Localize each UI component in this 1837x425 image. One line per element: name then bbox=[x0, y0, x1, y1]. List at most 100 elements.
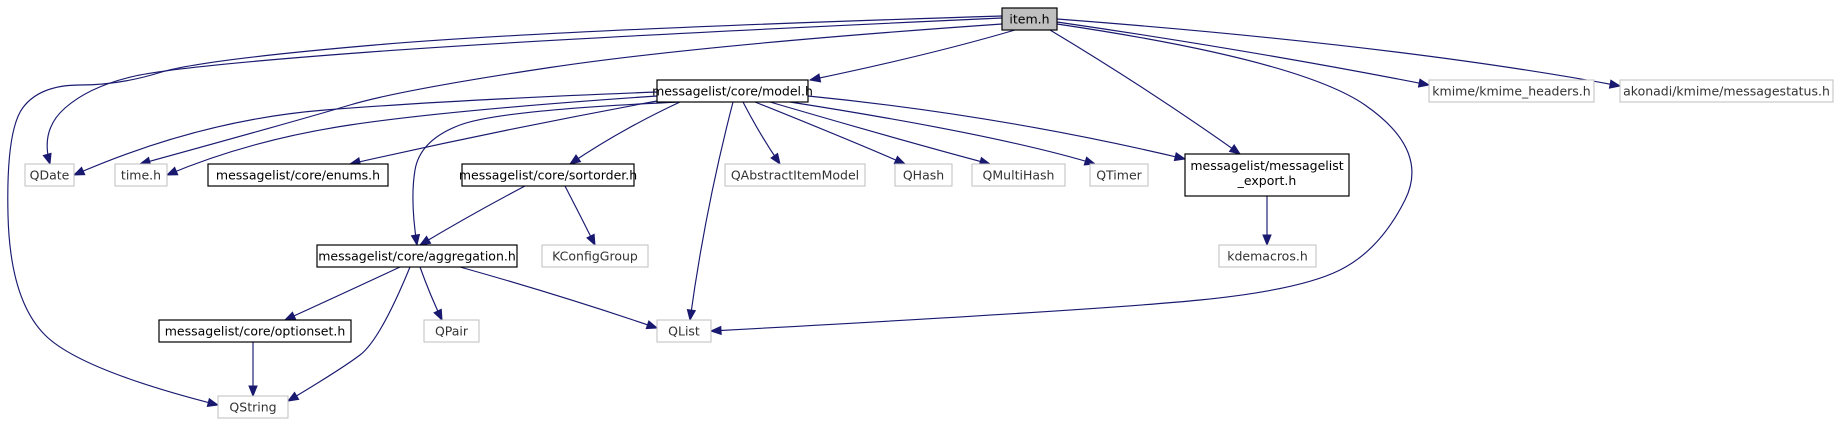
node-qaim: QAbstractItemModel bbox=[724, 163, 866, 187]
edge-item-to-timeh bbox=[138, 23, 1003, 166]
node-label: akonadi/kmime/messagestatus.h bbox=[1623, 84, 1830, 99]
arrowhead-icon bbox=[808, 73, 822, 83]
edge-line bbox=[754, 101, 906, 165]
node-qhash: QHash bbox=[894, 163, 953, 187]
arrowhead-icon bbox=[893, 155, 907, 165]
edge-model-to-export bbox=[807, 95, 1187, 162]
node-export[interactable]: messagelist/messagelist_export.h bbox=[1184, 153, 1350, 197]
node-qstring: QString bbox=[217, 395, 289, 419]
arrowhead-icon bbox=[645, 320, 659, 330]
node-box bbox=[894, 163, 953, 187]
node-label: QAbstractItemModel bbox=[731, 168, 859, 183]
edge-line bbox=[789, 101, 1096, 165]
node-timeh: time.h bbox=[114, 163, 168, 187]
edge-item-to-export bbox=[1049, 29, 1242, 155]
arrowhead-icon bbox=[1228, 144, 1242, 155]
node-label: kdemacros.h bbox=[1227, 249, 1308, 264]
edges-layer bbox=[7, 15, 1622, 408]
edge-sortorder-to-aggregation bbox=[418, 185, 526, 246]
arrowhead-icon bbox=[709, 325, 722, 336]
node-box bbox=[1089, 163, 1149, 187]
node-box bbox=[461, 163, 635, 187]
edge-optionset-to-qstring bbox=[248, 342, 258, 398]
node-sortorder[interactable]: messagelist/core/sortorder.h bbox=[459, 163, 637, 187]
node-label: messagelist/core/model.h bbox=[652, 84, 813, 99]
edge-model-to-qaim bbox=[742, 101, 781, 166]
arrowhead-icon bbox=[433, 308, 443, 322]
node-optionset[interactable]: messagelist/core/optionset.h bbox=[158, 319, 352, 343]
node-kdemacros: kdemacros.h bbox=[1218, 244, 1317, 268]
node-label: _export.h bbox=[1237, 173, 1297, 188]
arrowhead-icon bbox=[1262, 234, 1272, 247]
node-box bbox=[1001, 7, 1058, 31]
node-box bbox=[114, 163, 168, 187]
edge-line bbox=[7, 15, 1003, 406]
node-label: messagelist/core/optionset.h bbox=[165, 324, 346, 339]
arrowhead-icon bbox=[1608, 79, 1622, 89]
node-qlist: QList bbox=[656, 319, 712, 343]
edge-aggregation-to-qlist bbox=[459, 266, 659, 330]
edge-model-to-qdate bbox=[72, 91, 658, 176]
arrowhead-icon bbox=[418, 235, 432, 246]
node-akonadi: akonadi/kmime/messagestatus.h bbox=[1619, 79, 1834, 103]
edge-line bbox=[459, 266, 658, 329]
node-label: messagelist/core/sortorder.h bbox=[459, 168, 637, 183]
node-label: QList bbox=[668, 324, 700, 339]
edge-line bbox=[412, 101, 681, 246]
edge-line bbox=[73, 91, 658, 176]
arrowhead-icon bbox=[568, 154, 582, 165]
node-box bbox=[423, 319, 480, 343]
node-label: kmime/kmime_headers.h bbox=[1432, 84, 1590, 99]
edge-line bbox=[46, 17, 1003, 165]
edge-model-to-timeh bbox=[165, 95, 658, 176]
arrowhead-icon bbox=[165, 166, 179, 176]
node-model[interactable]: messagelist/core/model.h bbox=[652, 79, 813, 103]
edge-aggregation-to-qstring bbox=[286, 266, 411, 402]
arrowhead-icon bbox=[410, 233, 421, 247]
node-box bbox=[316, 244, 518, 268]
edge-line bbox=[166, 95, 658, 176]
edge-item-to-akonadi bbox=[1056, 18, 1622, 89]
node-box bbox=[971, 163, 1066, 187]
edge-item-to-model bbox=[808, 29, 1016, 83]
node-label: QHash bbox=[903, 168, 944, 183]
node-label: QPair bbox=[435, 324, 469, 339]
node-box bbox=[724, 163, 866, 187]
node-qmultihash: QMultiHash bbox=[971, 163, 1066, 187]
node-label: QMultiHash bbox=[983, 168, 1055, 183]
node-item[interactable]: item.h bbox=[1001, 7, 1058, 31]
arrowhead-icon bbox=[1173, 151, 1187, 162]
arrowhead-icon bbox=[586, 233, 596, 247]
edge-line bbox=[139, 23, 1003, 165]
node-aggregation[interactable]: messagelist/core/aggregation.h bbox=[316, 244, 518, 268]
node-kmime: kmime/kmime_headers.h bbox=[1428, 79, 1595, 103]
node-box bbox=[24, 163, 75, 187]
edge-sortorder-to-kconfig bbox=[564, 185, 596, 247]
edge-aggregation-to-optionset bbox=[283, 266, 401, 321]
edge-model-to-enums bbox=[348, 100, 658, 167]
edge-item-to-qlist bbox=[709, 23, 1413, 336]
arrowhead-icon bbox=[686, 308, 697, 322]
edge-aggregation-to-qpair bbox=[419, 266, 443, 322]
edge-item-to-qdate bbox=[42, 17, 1003, 166]
arrowhead-icon bbox=[248, 385, 258, 398]
node-box bbox=[1428, 79, 1595, 103]
node-box bbox=[656, 319, 712, 343]
node-box bbox=[158, 319, 352, 343]
node-label: QDate bbox=[30, 168, 70, 183]
node-box bbox=[1184, 153, 1350, 197]
edge-line bbox=[1056, 18, 1621, 87]
edge-line bbox=[419, 185, 526, 246]
node-qdate: QDate bbox=[24, 163, 75, 187]
arrowhead-icon bbox=[72, 166, 86, 176]
edge-model-to-qtimer bbox=[789, 101, 1097, 166]
edge-line bbox=[1049, 29, 1241, 155]
node-enums[interactable]: messagelist/core/enums.h bbox=[207, 163, 389, 187]
edge-line bbox=[284, 266, 401, 321]
node-label: QString bbox=[229, 400, 276, 415]
node-box bbox=[217, 395, 289, 419]
edge-model-to-aggregation bbox=[410, 101, 681, 247]
edge-item-to-kmime bbox=[1056, 21, 1431, 88]
nodes-layer: item.h messagelist/core/model.h kmime/kmim… bbox=[24, 7, 1834, 419]
